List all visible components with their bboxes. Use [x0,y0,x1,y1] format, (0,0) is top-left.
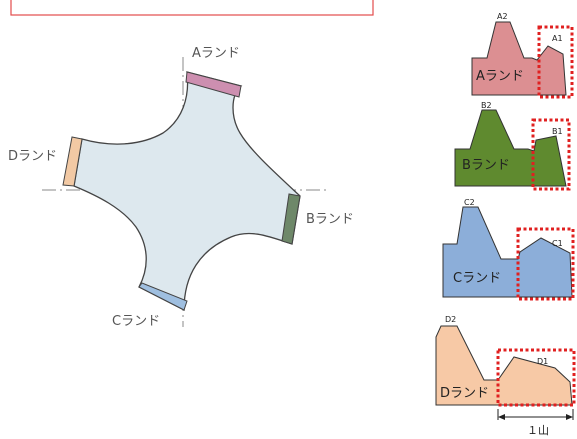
land-c [138,282,188,311]
profile-b-name: Bランド [462,158,510,173]
land-b [281,193,301,245]
profile-a-peak-label: A2 [497,12,508,21]
profile-b-land-label: B1 [552,127,563,136]
profile-c-name: Cランド [453,271,501,286]
land-d-label: Dランド [8,149,57,164]
profile-c-highlight-box [516,227,575,301]
pitch-arrow-left [498,414,505,420]
pitch-dimension: １山 [497,409,574,437]
profile-c: C2 C1 Cランド [442,198,575,301]
profile-b-peak-label: B2 [481,101,492,110]
profile-b: B2 B1 Bランド [454,101,571,191]
profile-a-shape [471,21,567,96]
profile-c-peak-label: C2 [464,198,475,207]
profile-a-land-label: A1 [552,34,563,43]
cross-section: Aランド Dランド Bランド Cランド [8,46,354,329]
profile-d-name: Dランド [440,386,489,401]
profile-c-land-label: C1 [552,239,563,248]
profile-b-highlight-box [531,118,571,191]
profile-d-peak-label: D2 [445,315,456,324]
profile-b-shape [454,109,567,187]
profile-c-shape [442,206,573,298]
profile-a-highlight-box [537,25,574,99]
caption-frame [10,0,374,16]
tool-body [73,71,301,312]
land-a-label: Aランド [192,46,240,61]
pitch-arrow-right [566,414,573,420]
profile-d-land-label: D1 [537,357,548,366]
profile-d: D2 D1 Dランド [435,315,576,407]
land-d [62,136,83,187]
pitch-label: １山 [527,424,549,437]
land-c-label: Cランド [112,314,160,329]
profile-a: A2 A1 Aランド [471,12,574,99]
land-a [185,71,242,98]
profile-a-name: Aランド [476,69,524,84]
land-b-label: Bランド [306,212,354,227]
